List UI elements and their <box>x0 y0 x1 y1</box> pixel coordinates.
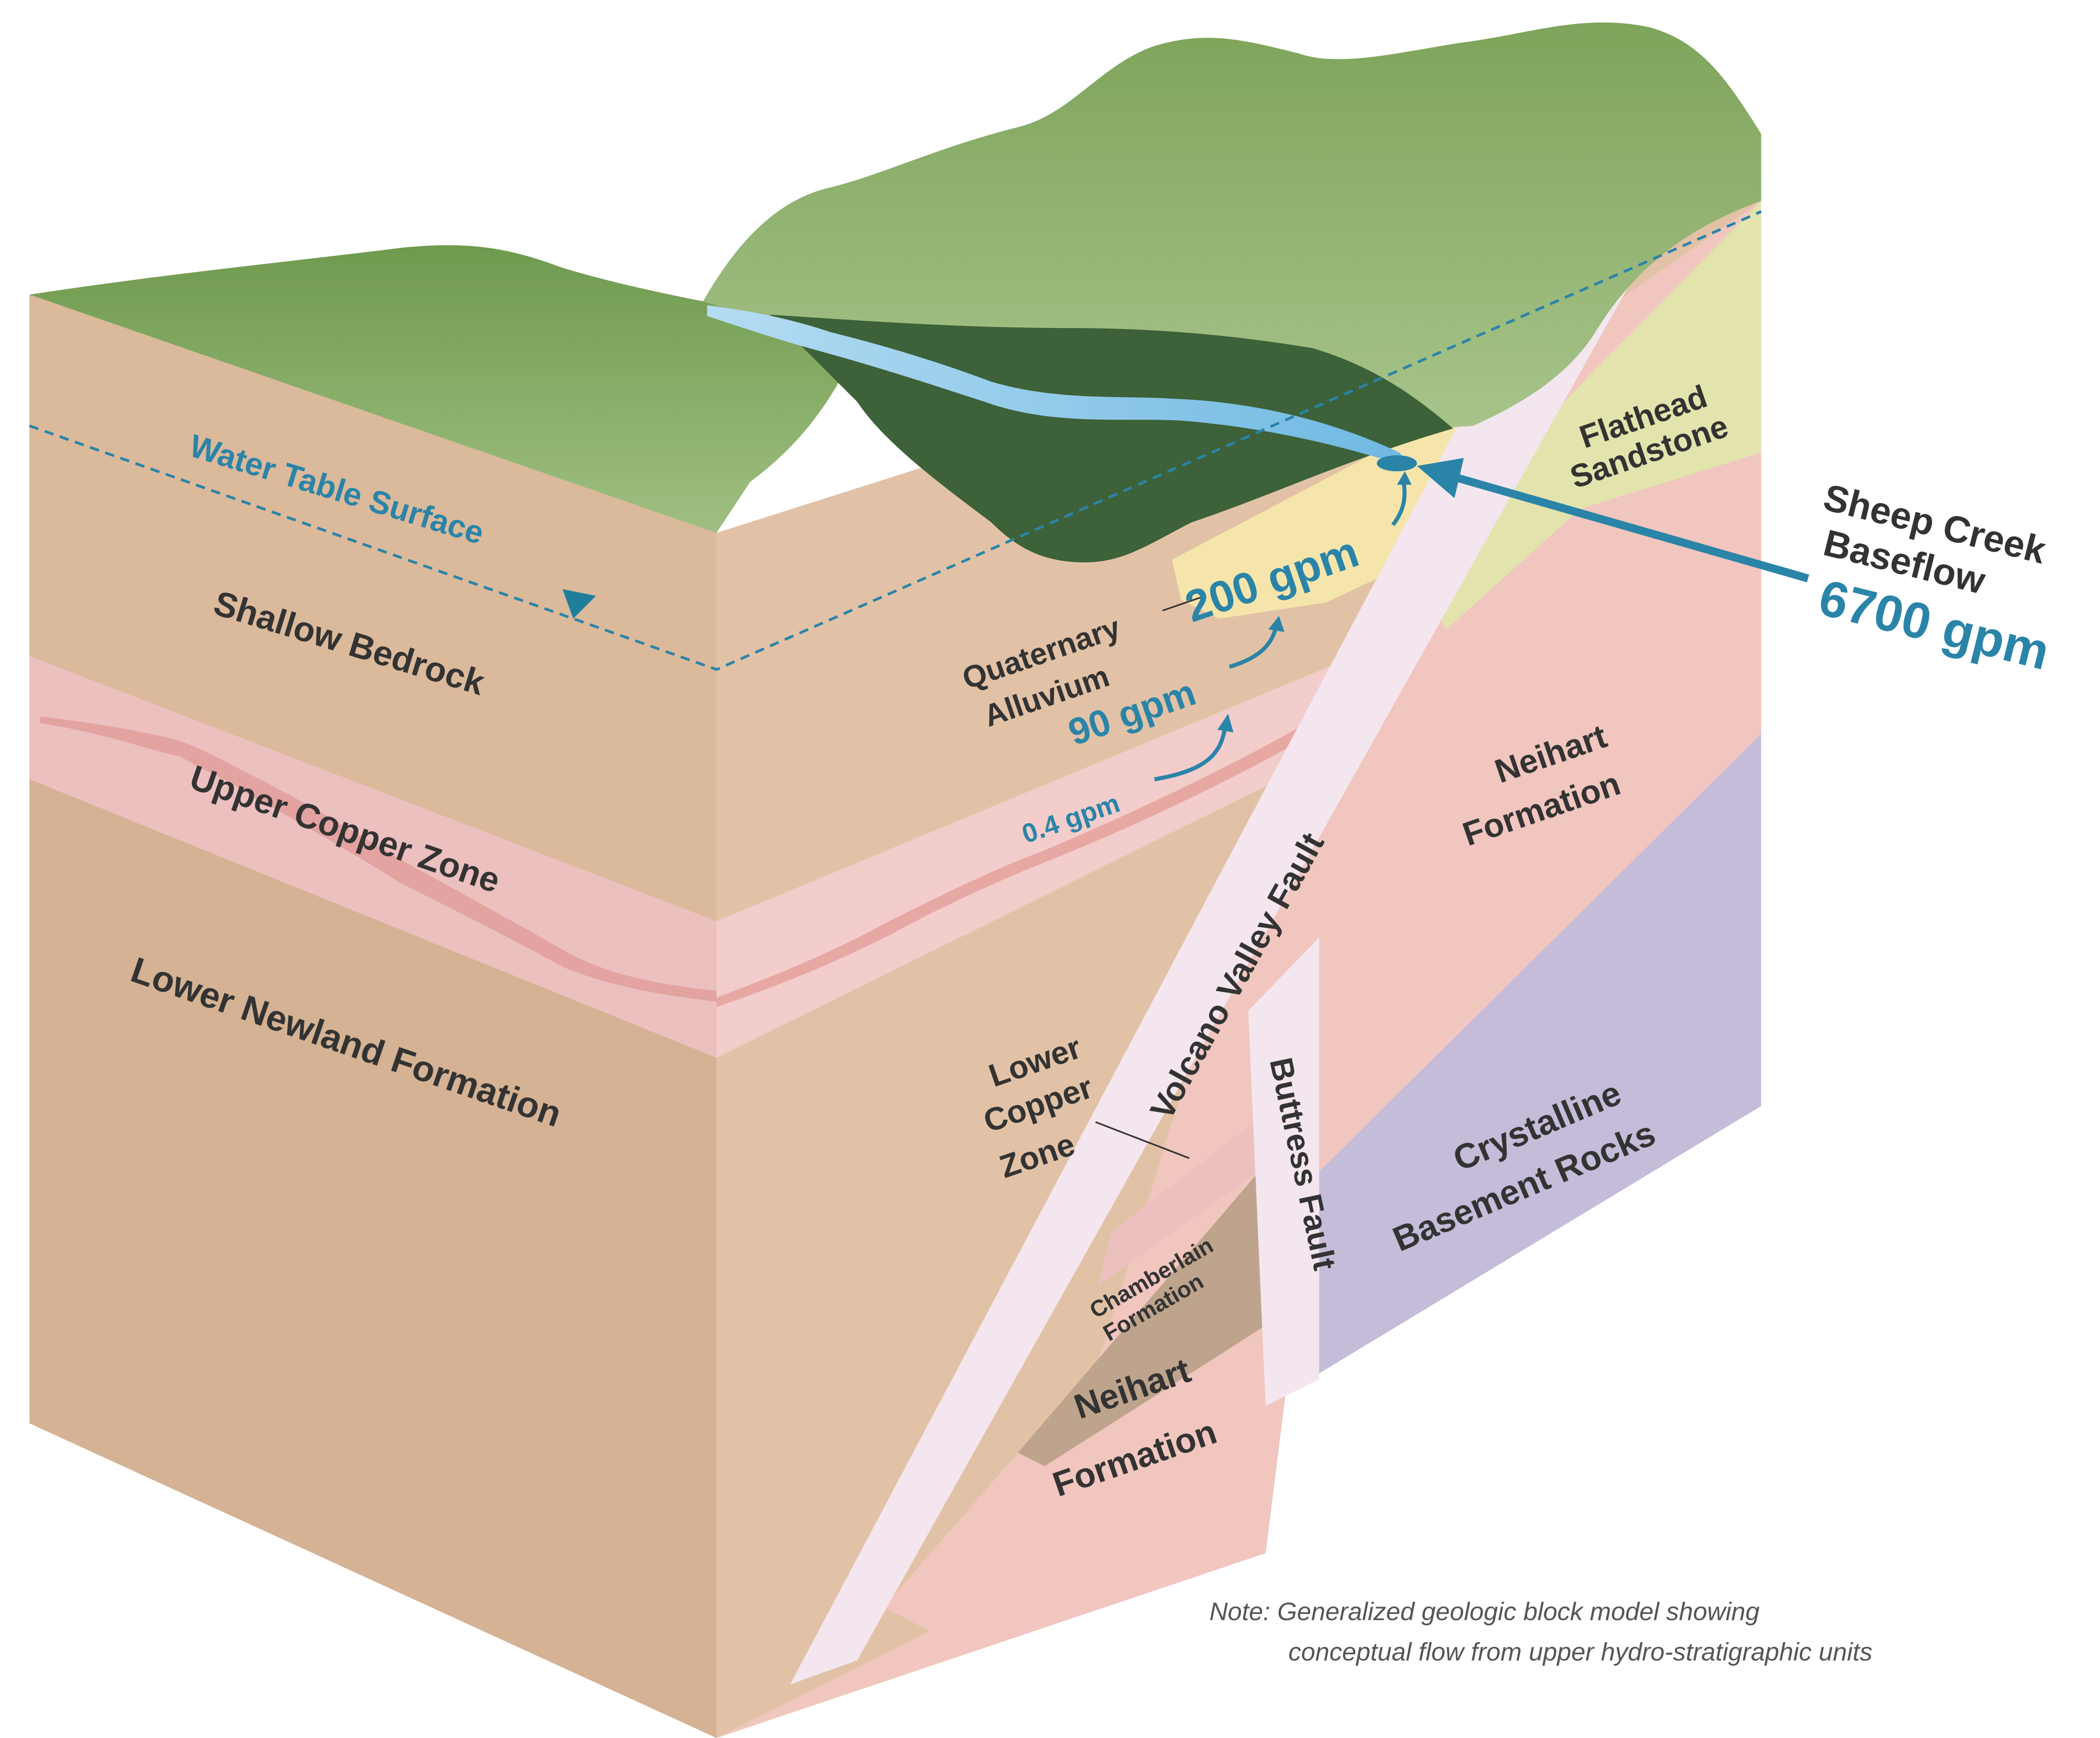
lower-copper-leader-line <box>1095 1121 1190 1159</box>
note-line1: Note: Generalized geologic block model s… <box>1210 1598 1760 1626</box>
top-surface <box>29 22 1761 563</box>
flow-arrow-04-head-icon <box>1217 714 1234 733</box>
right-face <box>716 201 1761 1738</box>
note-line2: conceptual flow from upper hydro-stratig… <box>1288 1638 1872 1666</box>
quaternary-leader-line <box>1162 595 1206 611</box>
flow-arrow-200-head-icon <box>1397 471 1412 485</box>
volcano-valley-fault <box>790 241 1655 1685</box>
sheep-creek-arrowhead-icon <box>1417 457 1464 498</box>
water-table-marker-icon <box>562 589 596 619</box>
upper-copper-vein-left <box>40 716 717 1002</box>
sheep-creek-outlet <box>1377 455 1417 472</box>
water-table-line <box>29 210 1762 671</box>
neihart-formation-lower <box>884 1325 1266 1650</box>
shallow-bedrock-layer <box>29 294 717 922</box>
buttress-fault <box>1248 937 1320 1406</box>
chamberlain-formation-layer <box>1018 1172 1266 1467</box>
sheep-creek-arrow-shaft <box>1452 473 1810 583</box>
sheep-creek <box>707 305 1413 469</box>
upper-copper-vein-right <box>716 676 1383 1007</box>
flow-arrow-200-curve <box>1391 482 1407 527</box>
flow-arrows <box>1154 471 1412 782</box>
note-caption: Note: Generalized geologic block model s… <box>1210 1598 1873 1666</box>
sheep-creek-baseflow-label: Sheep Creek Baseflow 6700 gpm <box>1813 476 2055 681</box>
flow-arrow-90-head-icon <box>1268 616 1285 632</box>
left-hills <box>29 245 857 533</box>
flow-arrow-04-curve <box>1154 725 1228 782</box>
left-face <box>29 294 717 1738</box>
lower-copper-wedge <box>1098 1118 1259 1286</box>
flow-arrow-90-curve <box>1228 626 1279 669</box>
